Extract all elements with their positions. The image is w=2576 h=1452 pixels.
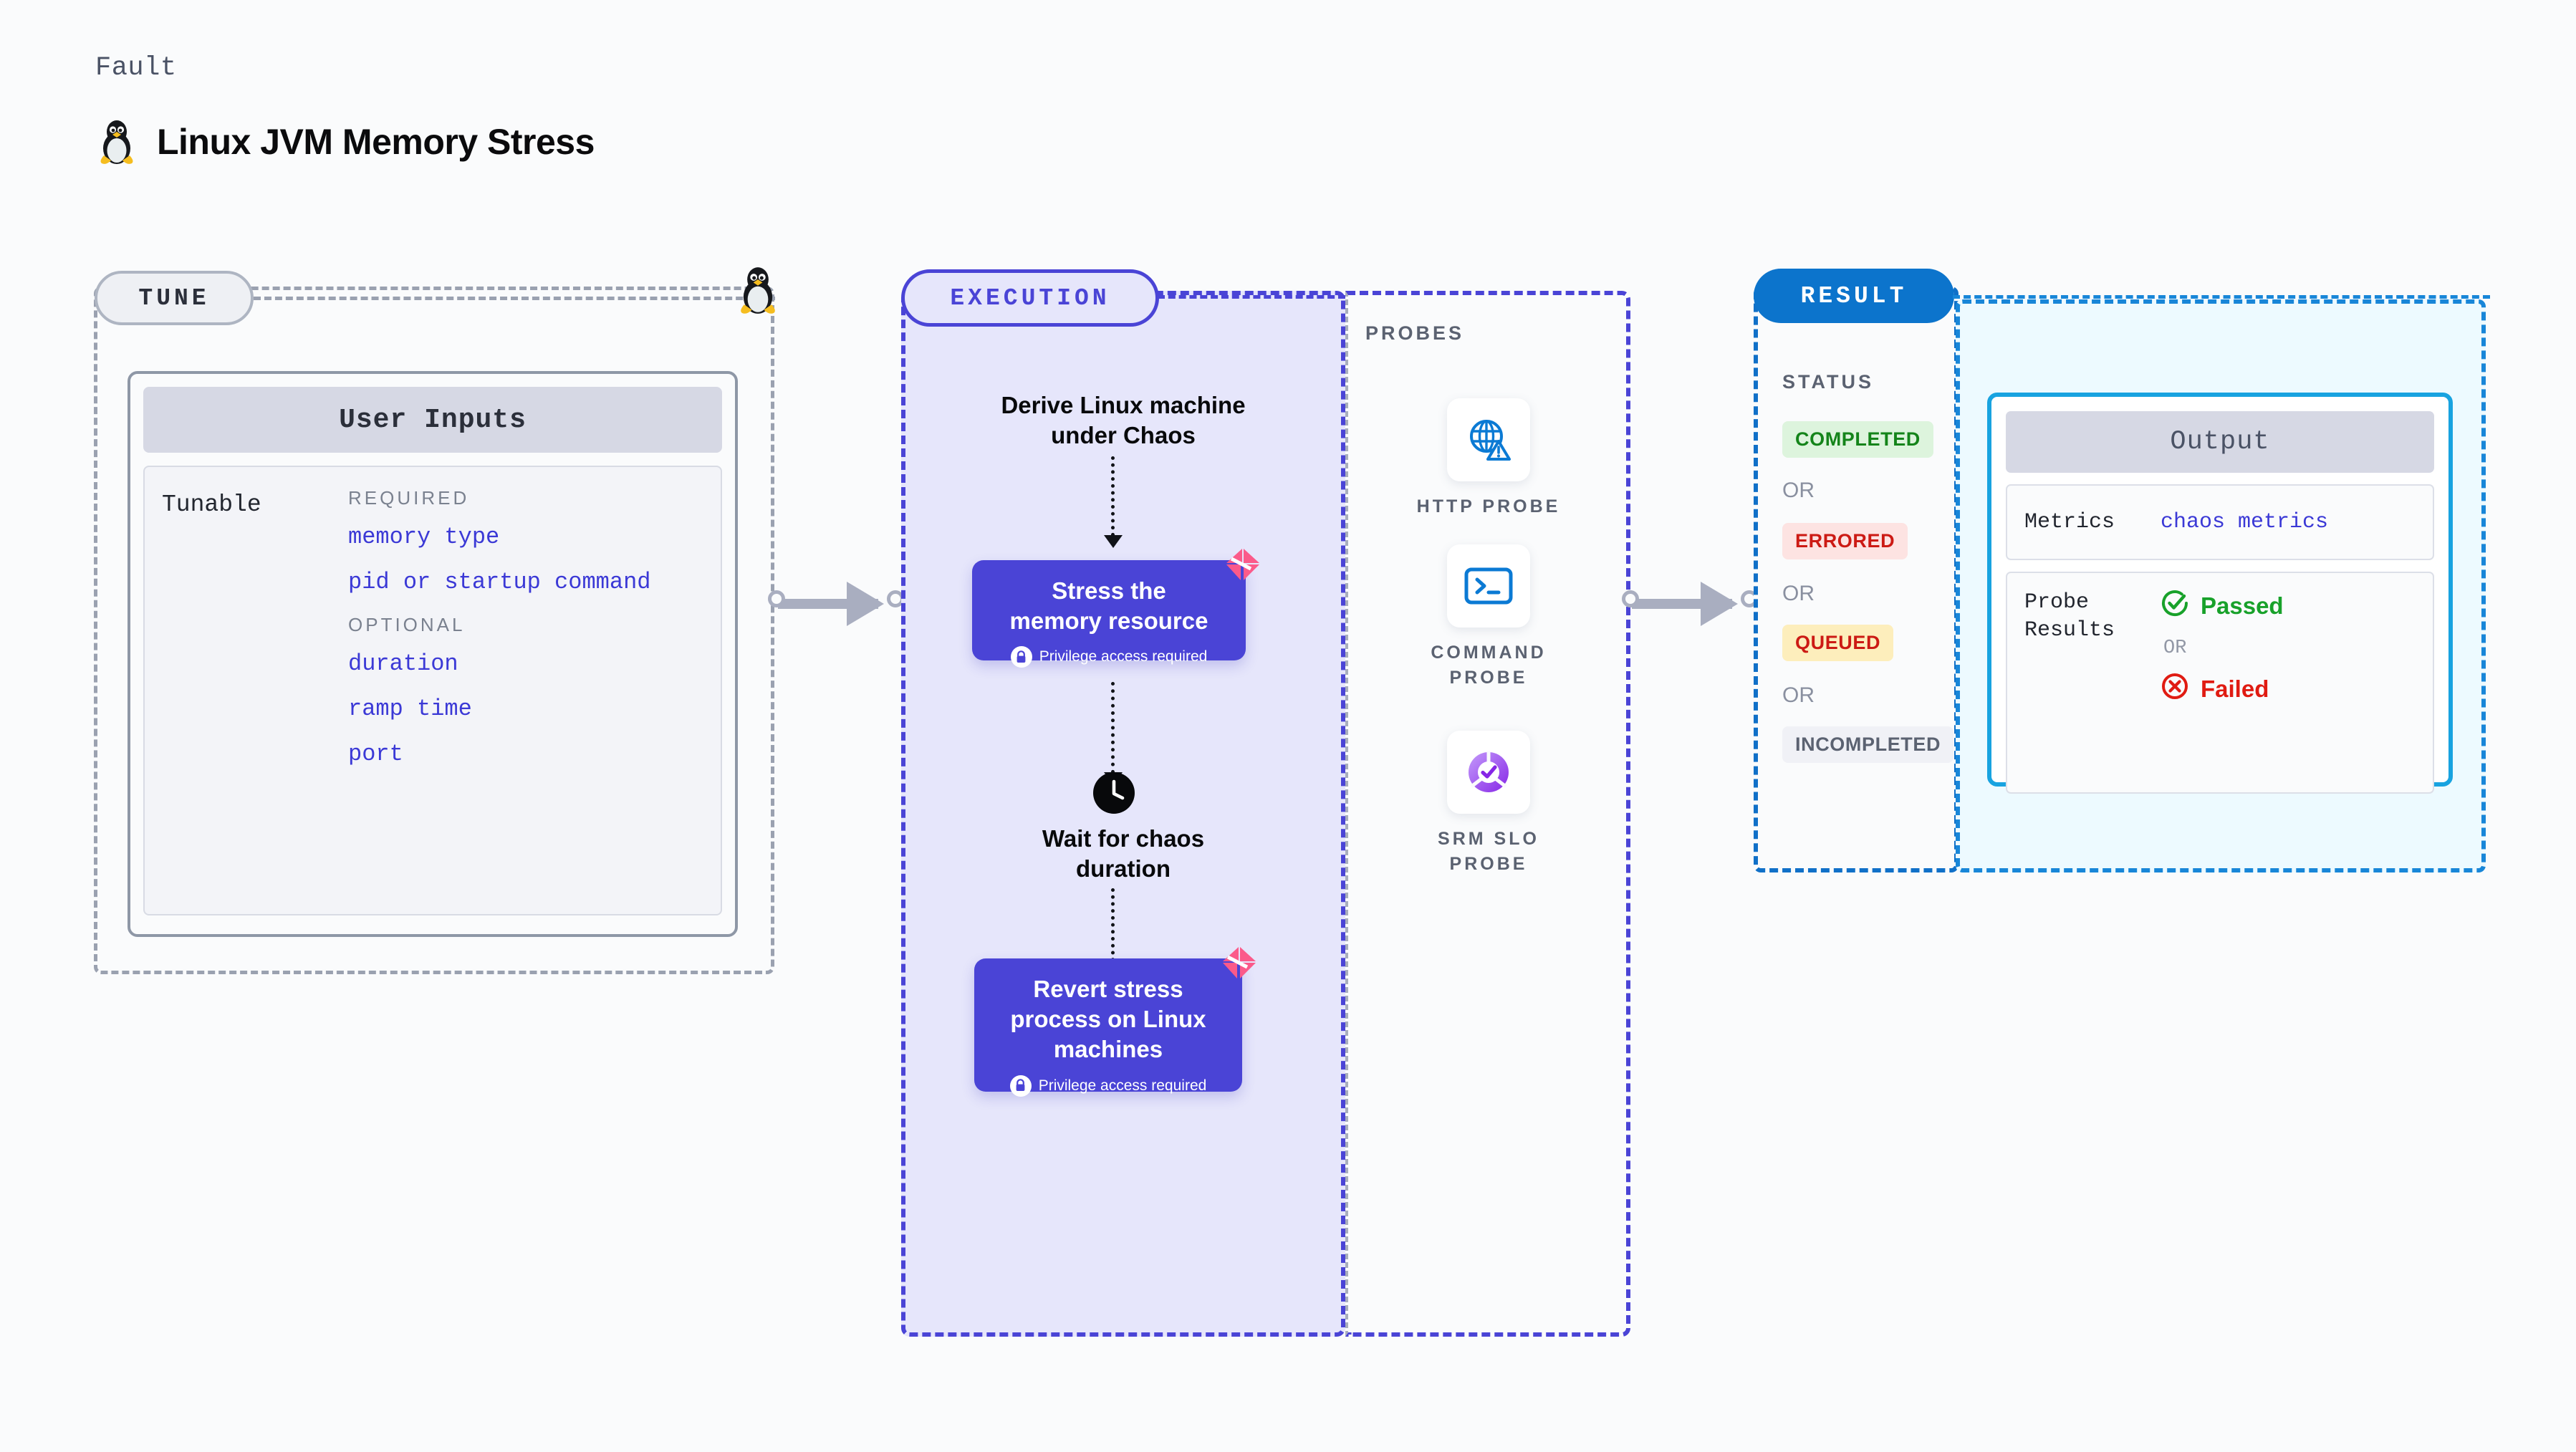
- output-metrics-key: Metrics: [2024, 509, 2115, 534]
- probe-result-passed: Passed: [2161, 589, 2284, 623]
- globe-warning-icon: [1447, 398, 1530, 481]
- probe-result-failed-label: Failed: [2201, 675, 2269, 702]
- tune-connector-dash: [254, 297, 775, 300]
- connector-start-dot: [1622, 590, 1639, 607]
- connector-tune-to-execution: [768, 574, 904, 632]
- probe-result-passed-label: Passed: [2201, 592, 2284, 619]
- flow-arrow-1: [1104, 456, 1123, 548]
- output-title: Output: [2006, 411, 2434, 473]
- lock-icon: [1009, 1074, 1032, 1097]
- execution-step-revert-note: Privilege access required: [974, 1074, 1242, 1097]
- tune-pill-label: TUNE: [95, 271, 254, 325]
- tunable-item-port[interactable]: port: [348, 741, 403, 767]
- output-row-metrics: Metrics chaos metrics: [2006, 484, 2434, 560]
- tunable-list: REQUIRED memory type pid or startup comm…: [348, 487, 703, 894]
- check-circle-icon: [2161, 589, 2189, 623]
- connector-arrowhead: [847, 582, 884, 626]
- harness-logo-icon: [1219, 943, 1259, 983]
- linux-penguin-marker-icon: [736, 265, 779, 319]
- tunable-label: Tunable: [162, 491, 261, 518]
- probe-result-failed: Failed: [2161, 672, 2284, 706]
- result-pill-label: RESULT: [1754, 269, 1954, 323]
- user-inputs-title: User Inputs: [143, 387, 722, 453]
- status-badge-completed: COMPLETED: [1782, 421, 1933, 458]
- optional-group-title: OPTIONAL: [348, 614, 466, 635]
- slo-donut-check-icon: [1447, 731, 1530, 814]
- status-or-1: OR: [1782, 479, 1815, 502]
- tunable-item-duration[interactable]: duration: [348, 650, 458, 677]
- output-probe-results-values: Passed OR Failed: [2161, 589, 2284, 777]
- tunable-item-ramp-time[interactable]: ramp time: [348, 696, 472, 722]
- status-badge-incompleted: INCOMPLETED: [1782, 726, 1954, 763]
- status-or-3: OR: [1782, 683, 1815, 707]
- execution-step-revert-note-text: Privilege access required: [1038, 1077, 1207, 1094]
- probe-item-http[interactable]: HTTP PROBE: [1403, 398, 1575, 519]
- x-circle-icon: [2161, 672, 2189, 706]
- fault-kicker-label: Fault: [95, 53, 177, 83]
- connector-probes-to-result: [1622, 574, 1758, 632]
- execution-connector-dash: [1158, 295, 1345, 299]
- probe-label-http: HTTP PROBE: [1416, 496, 1561, 516]
- result-connector-dash: [1953, 295, 2490, 299]
- user-inputs-card: User Inputs Tunable REQUIRED memory type…: [128, 371, 738, 937]
- status-badge-queued: QUEUED: [1782, 625, 1894, 661]
- lock-icon: [1010, 646, 1032, 668]
- harness-logo-icon: [1222, 544, 1262, 585]
- tunable-item-memory-type[interactable]: memory type: [348, 524, 500, 550]
- flow-arrow-3: [1104, 888, 1123, 980]
- status-badge-errored: ERRORED: [1782, 523, 1908, 559]
- status-title: STATUS: [1782, 371, 1874, 393]
- linux-penguin-icon: [97, 118, 137, 165]
- connector-arrowhead: [1701, 582, 1738, 626]
- terminal-icon: [1447, 544, 1530, 628]
- tunable-item-pid-or-startup-command[interactable]: pid or startup command: [348, 569, 651, 595]
- probes-title: PROBES: [1365, 322, 1465, 344]
- user-inputs-body: Tunable REQUIRED memory type pid or star…: [143, 466, 722, 915]
- output-metrics-value[interactable]: chaos metrics: [2161, 510, 2329, 534]
- execution-region: [901, 291, 1345, 1337]
- connector-start-dot: [768, 590, 785, 607]
- probe-result-or: OR: [2163, 638, 2187, 659]
- status-or-2: OR: [1782, 582, 1815, 605]
- page-title: Linux JVM Memory Stress: [157, 122, 595, 162]
- fault-title-row: Linux JVM Memory Stress: [97, 118, 595, 165]
- execution-step-stress-note: Privilege access required: [972, 646, 1246, 668]
- execution-step-stress-note-text: Privilege access required: [1039, 648, 1208, 665]
- execution-pill-label: EXECUTION: [901, 269, 1159, 327]
- clock-icon: [1093, 772, 1135, 814]
- required-group-title: REQUIRED: [348, 487, 470, 509]
- flow-arrow-2: [1104, 682, 1123, 785]
